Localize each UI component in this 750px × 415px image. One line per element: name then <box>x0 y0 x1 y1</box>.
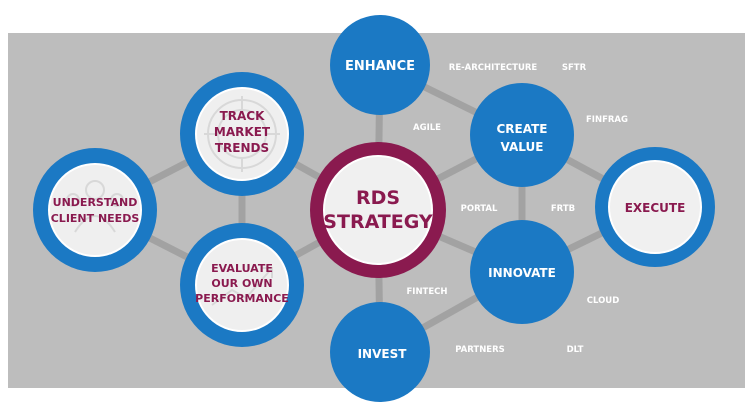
node-invest[interactable]: INVEST <box>330 302 430 402</box>
node-track-label-3: TRENDS <box>215 141 269 155</box>
node-understand-client-needs[interactable]: UNDERSTAND CLIENT NEEDS <box>33 148 157 272</box>
node-track-label-2: MARKET <box>214 125 271 139</box>
node-track-label-1: TRACK <box>220 109 266 123</box>
node-evaluate-label-3: PERFORMANCE <box>195 292 289 305</box>
tag-re-architecture: RE-ARCHITECTURE <box>449 63 538 73</box>
center-label-2: STRATEGY <box>323 211 433 233</box>
tag-agile: AGILE <box>413 123 441 133</box>
tag-frtb: FRTB <box>551 204 575 214</box>
tag-cloud: CLOUD <box>587 296 620 306</box>
node-create-label-2: VALUE <box>501 140 544 154</box>
node-invest-label: INVEST <box>358 347 408 361</box>
target-icon <box>204 96 280 172</box>
node-innovate[interactable]: INNOVATE <box>470 220 574 324</box>
node-create-label-1: CREATE <box>497 122 548 136</box>
tag-partners: PARTNERS <box>455 345 505 355</box>
node-rds-strategy[interactable]: RDS STRATEGY <box>310 142 446 278</box>
tags: RE-ARCHITECTURE SFTR AGILE FINFRAG PORTA… <box>406 63 628 355</box>
node-evaluate-label-1: EVALUATE <box>211 262 273 275</box>
node-enhance[interactable]: ENHANCE <box>330 15 430 115</box>
tag-portal: PORTAL <box>461 204 498 214</box>
tag-finfrag: FINFRAG <box>586 115 628 125</box>
growth-chart-icon <box>211 267 273 306</box>
node-evaluate-label-2: OUR OWN <box>211 277 272 290</box>
people-icon <box>66 180 124 233</box>
node-create-value[interactable]: CREATE VALUE <box>470 83 574 187</box>
tag-dlt: DLT <box>567 345 584 355</box>
node-track-market-trends[interactable]: TRACK MARKET TRENDS <box>180 72 304 196</box>
node-understand-label-2: CLIENT NEEDS <box>51 212 140 225</box>
center-label-1: RDS <box>356 187 400 209</box>
node-innovate-label: INNOVATE <box>488 266 556 280</box>
tag-sftr: SFTR <box>562 63 587 73</box>
node-understand-label-1: UNDERSTAND <box>53 196 138 209</box>
node-evaluate-performance[interactable]: EVALUATE OUR OWN PERFORMANCE <box>180 223 304 347</box>
node-enhance-label: ENHANCE <box>345 59 415 74</box>
tag-fintech: FINTECH <box>406 287 447 297</box>
node-execute[interactable]: EXECUTE <box>595 147 715 267</box>
node-execute-label: EXECUTE <box>625 201 686 215</box>
